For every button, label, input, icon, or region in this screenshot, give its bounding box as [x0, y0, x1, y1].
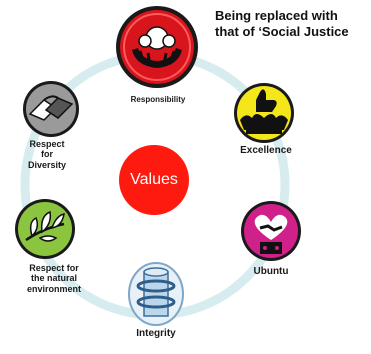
replacement-note-line-2: that of ‘Social Justice [215, 23, 349, 39]
values-center-circle: Values [119, 145, 189, 215]
cylinder-rings-icon [128, 262, 184, 326]
environment-label-line-2: the natural [30, 273, 77, 284]
replacement-note-line-1: Being replaced with [215, 8, 338, 23]
diversity-label-line-1: Respect [29, 139, 65, 149]
hands-holding-people-icon [116, 6, 198, 88]
ubuntu-label: Ubuntu [253, 266, 289, 277]
diversity-label-line-3: Diversity [27, 159, 67, 170]
values-center-label: Values [130, 171, 178, 188]
environment-label-line-1: Respect for [29, 263, 79, 273]
integrity-label: Integrity [136, 328, 176, 339]
joined-hands-icon [23, 81, 79, 137]
leaves-icon [15, 199, 75, 259]
heart-handshake-icon [241, 201, 301, 261]
diversity-label-line-2: for [41, 149, 53, 160]
diversity-label: Respect for Diversity [12, 139, 82, 170]
responsibility-label: Responsibility [130, 95, 186, 104]
environment-label: Respect for the natural environment [14, 263, 94, 294]
replacement-note: Being replaced with that of ‘Social Just… [215, 8, 371, 39]
excellence-label: Excellence [240, 145, 292, 156]
thumbs-up-crown-icon [234, 83, 294, 143]
environment-label-line-3: environment [26, 283, 81, 294]
